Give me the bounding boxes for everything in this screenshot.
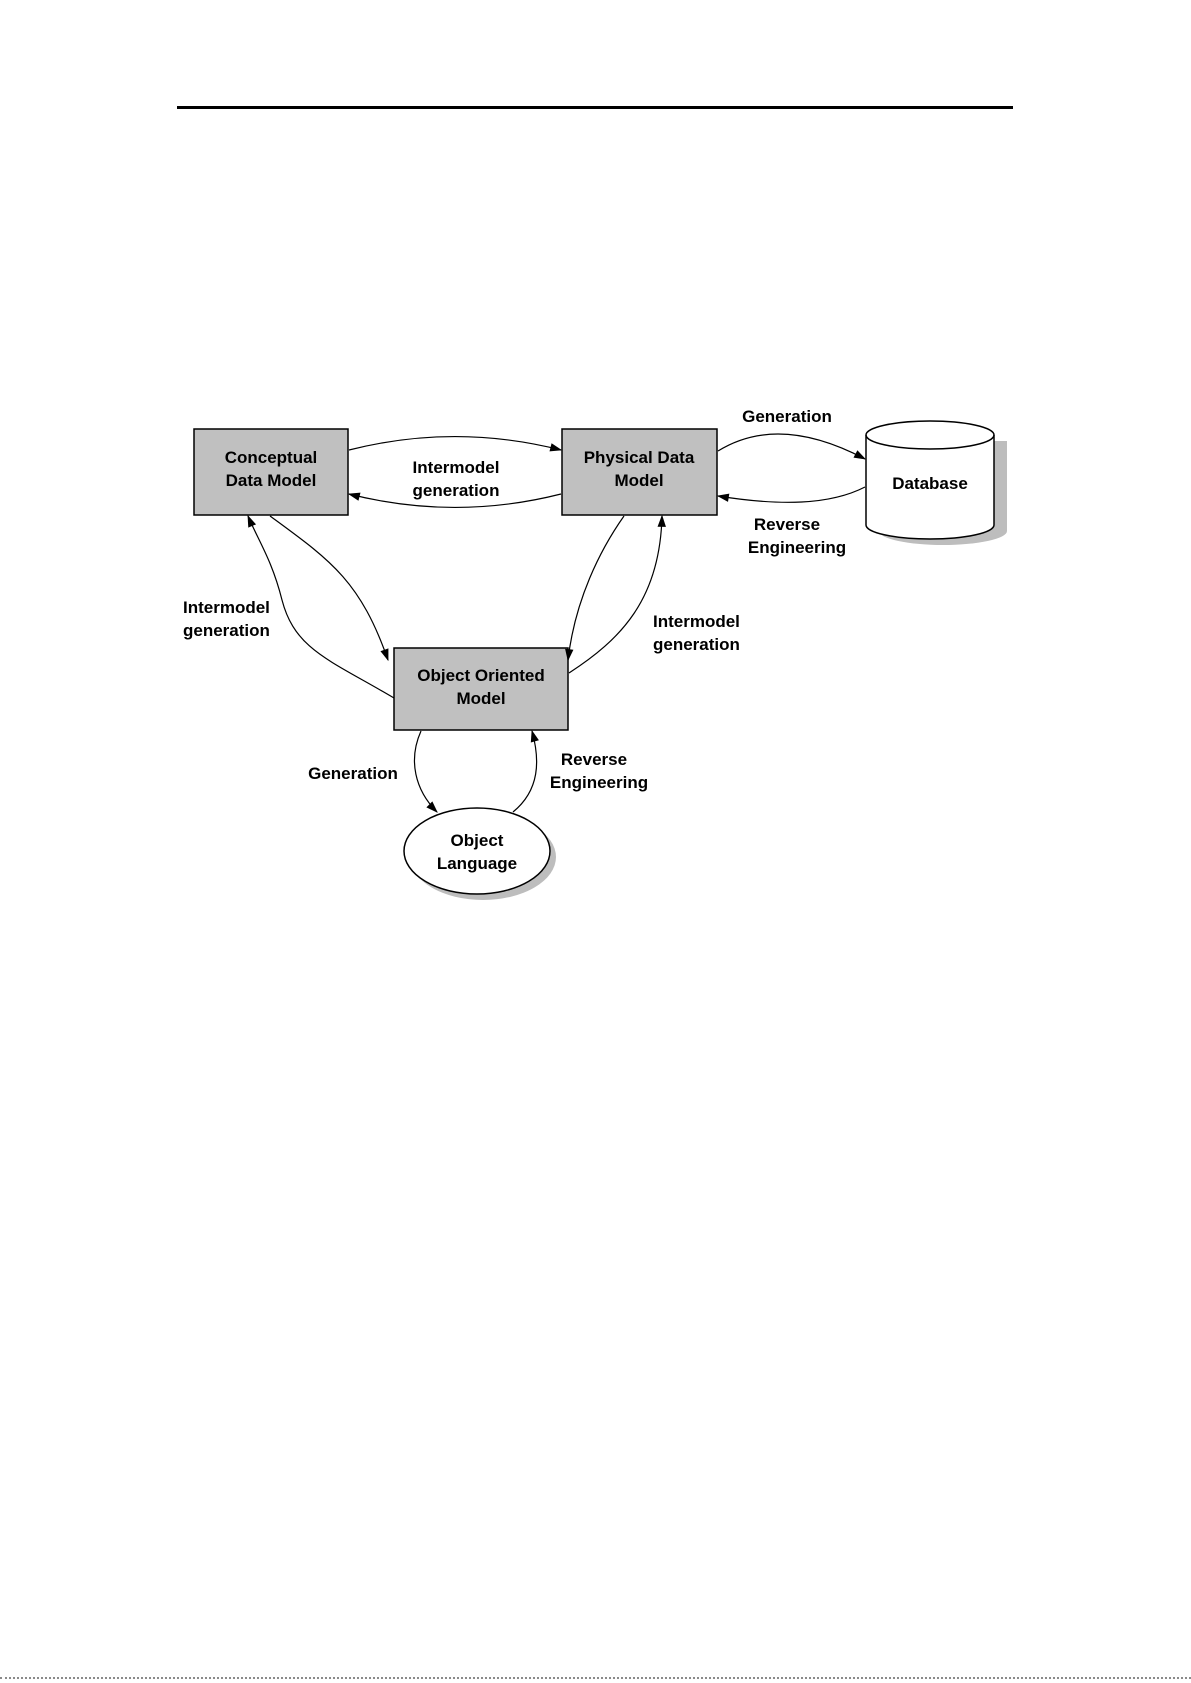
oom-to-object-language-arrow bbox=[414, 731, 437, 812]
pdm-database-edge-label: Generation bbox=[742, 407, 832, 426]
object-language-node[interactable]: Object Language bbox=[404, 808, 556, 900]
database-node[interactable]: Database bbox=[866, 421, 1007, 545]
database-label: Database bbox=[892, 474, 968, 493]
object-oriented-model-node[interactable]: Object Oriented Model bbox=[394, 648, 568, 730]
cdm-to-oom-arrow bbox=[270, 516, 388, 660]
object-oriented-model-label-1: Object Oriented bbox=[417, 666, 545, 685]
physical-data-model-label-2: Model bbox=[614, 471, 663, 490]
conceptual-data-model-label-1: Conceptual bbox=[225, 448, 318, 467]
object-language-oom-edge-label-2: Engineering bbox=[550, 773, 648, 792]
pdm-oom-edge-label-1: Intermodel bbox=[653, 612, 740, 631]
pdm-oom-edge-label-2: generation bbox=[653, 635, 740, 654]
pdm-to-database-arrow bbox=[718, 434, 865, 459]
database-to-pdm-arrow bbox=[718, 487, 865, 502]
object-language-oom-edge-label-1: Reverse bbox=[561, 750, 627, 769]
cdm-oom-edge-label-2: generation bbox=[183, 621, 270, 640]
conceptual-data-model-label-2: Data Model bbox=[226, 471, 317, 490]
physical-data-model-node[interactable]: Physical Data Model bbox=[562, 429, 717, 515]
footer-rule bbox=[0, 1677, 1191, 1679]
database-pdm-edge-label-2: Engineering bbox=[748, 538, 846, 557]
object-language-label-2: Language bbox=[437, 854, 517, 873]
conceptual-data-model-node[interactable]: Conceptual Data Model bbox=[194, 429, 348, 515]
cdm-to-pdm-arrow bbox=[349, 437, 561, 451]
cdm-pdm-edge-label-1: Intermodel bbox=[413, 458, 500, 477]
cdm-pdm-edge-label-2: generation bbox=[413, 481, 500, 500]
physical-data-model-label-1: Physical Data bbox=[584, 448, 695, 467]
cdm-oom-edge-label-1: Intermodel bbox=[183, 598, 270, 617]
object-language-to-oom-arrow bbox=[513, 731, 537, 812]
object-oriented-model-label-2: Model bbox=[456, 689, 505, 708]
pdm-to-oom-arrow bbox=[568, 516, 624, 660]
object-language-label-1: Object bbox=[451, 831, 504, 850]
oom-object-language-edge-label: Generation bbox=[308, 764, 398, 783]
database-pdm-edge-label-1: Reverse bbox=[754, 515, 820, 534]
